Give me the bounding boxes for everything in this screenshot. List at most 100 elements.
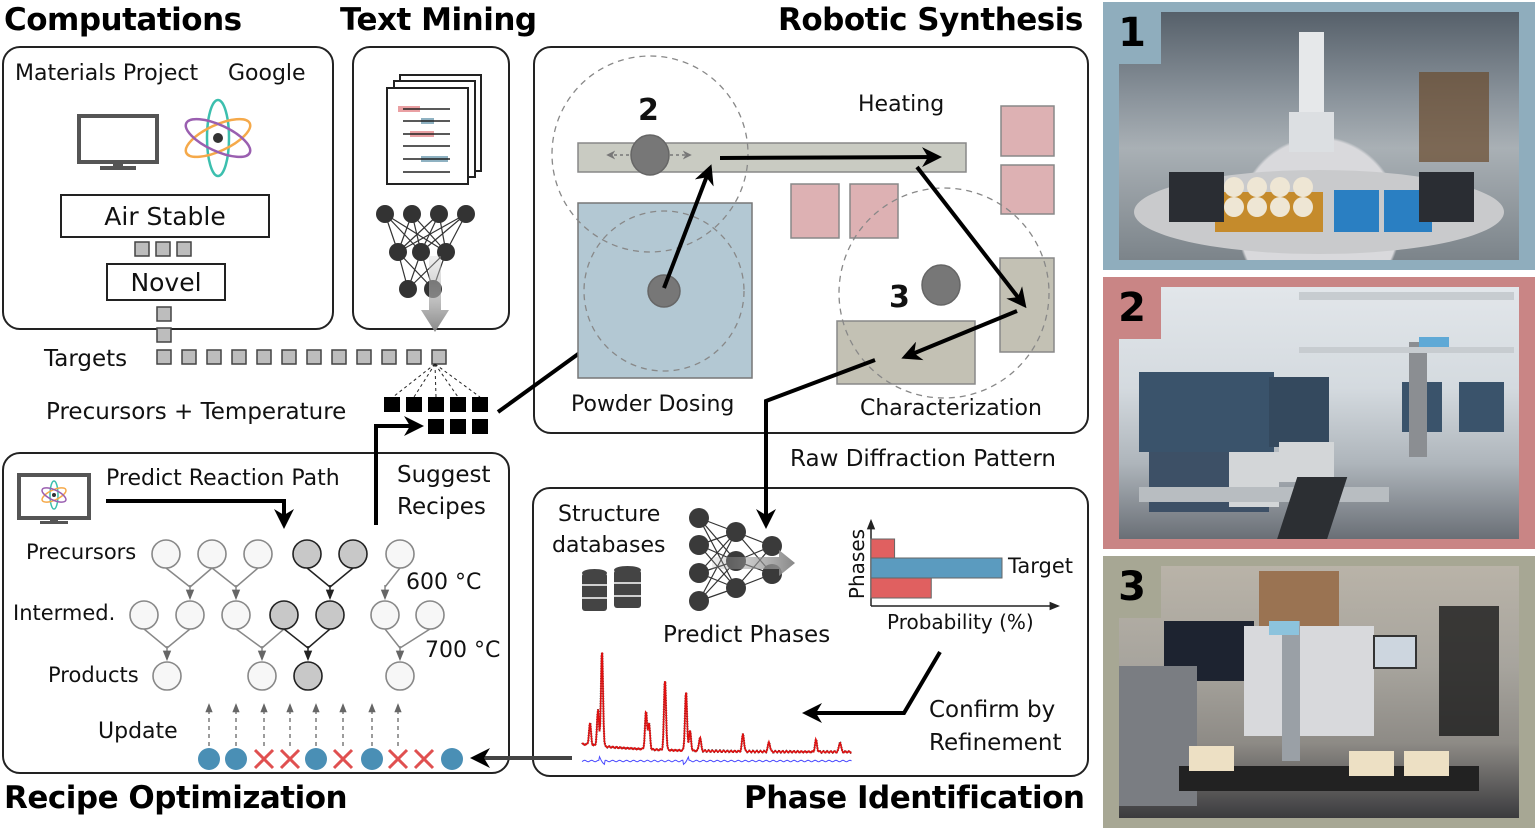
target-square (156, 349, 172, 365)
nn-node (457, 205, 475, 223)
chart-bar-target (870, 557, 1003, 579)
photo-panel-1: 1 (1103, 2, 1535, 270)
nn-node (403, 205, 421, 223)
nn-edge (397, 213, 440, 253)
prediction-arrow (712, 550, 795, 576)
photo-number-3: 3 (1103, 556, 1161, 618)
nn-node (689, 535, 709, 555)
air-stable-filter: Air Stable (60, 194, 270, 238)
candidate-node (152, 661, 182, 691)
fail-marker (253, 748, 275, 770)
characterization-label: Characterization (860, 396, 1042, 421)
photo-heating-furnaces (1119, 287, 1519, 539)
suggest-recipes-arrow (374, 416, 424, 525)
temperature-600: 600 °C (406, 570, 482, 595)
tree-edge (165, 567, 191, 588)
success-marker (198, 748, 220, 770)
success-marker (361, 748, 383, 770)
robot-arms (630, 134, 961, 308)
tree-edge (384, 628, 401, 649)
success-marker (305, 748, 327, 770)
nn-edge (384, 213, 447, 253)
confirm-refinement-arrow (802, 650, 942, 723)
nn-node (689, 508, 709, 528)
targets-row (156, 349, 447, 365)
tree-edge (166, 628, 191, 649)
title-phase-identification: Phase Identification (744, 780, 1085, 816)
atom-icon (184, 98, 252, 178)
powder-dosing-label: Powder Dosing (571, 392, 735, 417)
tree-edge (384, 567, 401, 588)
candidate-node (175, 600, 205, 630)
confirm-label-2: Refinement (929, 730, 1062, 756)
tree-edge (329, 567, 354, 588)
robot-arm-2 (630, 134, 670, 176)
database-icon (582, 566, 641, 611)
nn-node (376, 205, 394, 223)
diagram-graphics (17, 55, 1061, 770)
tree-edge (261, 628, 285, 649)
target-square (181, 349, 197, 365)
suggest-recipes-label-1: Suggest (397, 462, 491, 488)
target-square (331, 349, 347, 365)
candidate-node (221, 600, 251, 630)
fail-marker (387, 748, 409, 770)
nn-node (412, 243, 430, 261)
selected-node (292, 539, 322, 569)
nn-edge (420, 213, 467, 253)
row-label-intermediates: Intermed. (13, 601, 116, 625)
outcome-row (198, 703, 463, 770)
candidate-node (243, 539, 273, 569)
nn-node (389, 243, 407, 261)
target-square (431, 349, 447, 365)
robot-arm-3 (921, 264, 961, 306)
robot-reach-circles (551, 55, 1050, 399)
fail-marker (332, 748, 354, 770)
precursor-squares (384, 397, 488, 434)
tree-edge (283, 628, 309, 649)
photo-panel-3: 3 (1103, 556, 1535, 828)
confirm-label-1: Confirm by (929, 697, 1056, 723)
target-square (256, 349, 272, 365)
xrd-calculated (581, 652, 852, 754)
station-number-3: 3 (889, 280, 910, 315)
fail-marker (279, 748, 301, 770)
phase-probability-chart (866, 518, 1061, 611)
materials-project-label: Materials Project (15, 61, 199, 86)
predict-phases-label: Predict Phases (663, 622, 831, 648)
update-label: Update (98, 719, 178, 744)
google-label: Google (228, 61, 306, 86)
reaction-tree (129, 539, 445, 691)
nn-edge (397, 213, 467, 253)
title-computations: Computations (4, 2, 242, 38)
candidate-node (370, 600, 400, 630)
tree-edge (235, 567, 259, 588)
photo-number-2: 2 (1103, 277, 1161, 339)
target-square (381, 349, 397, 365)
chart-xlabel: Probability (%) (887, 610, 1034, 634)
xrd-difference (581, 755, 852, 766)
selected-node (293, 661, 323, 691)
suggest-recipes-label-2: Recipes (397, 494, 486, 520)
raw-diffraction-label: Raw Diffraction Pattern (790, 446, 1056, 472)
candidate-squares (134, 241, 192, 343)
candidate-node (415, 600, 445, 630)
photo-powder-dosing (1119, 12, 1519, 260)
target-square (231, 349, 247, 365)
fail-marker (413, 748, 435, 770)
nn-node (689, 563, 709, 583)
candidate-node (385, 539, 415, 569)
row-label-products: Products (48, 663, 139, 687)
tree-edge (143, 628, 168, 649)
success-marker (225, 748, 247, 770)
target-fanout-lines (392, 363, 481, 398)
success-marker (441, 748, 463, 770)
monitor-icon (77, 114, 159, 170)
robot-arm-1 (647, 274, 681, 308)
nn-node (437, 243, 455, 261)
chart-target-label: Target (1008, 554, 1073, 578)
tree-edge (235, 628, 263, 649)
neural-network-icon-text-mining (376, 205, 475, 298)
target-square (281, 349, 297, 365)
photo-number-1: 1 (1103, 2, 1161, 64)
